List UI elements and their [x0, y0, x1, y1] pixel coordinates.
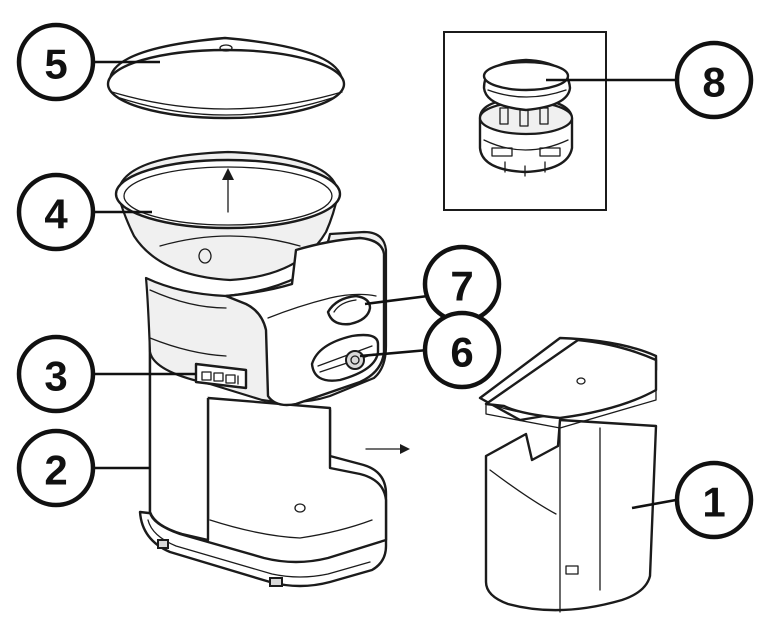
arrow-right-icon: [400, 444, 410, 454]
callout-1: 1: [674, 460, 754, 540]
callout-6-number: 6: [450, 329, 473, 376]
callout-2: 2: [16, 428, 96, 508]
callout-1-number: 1: [702, 479, 725, 526]
callout-7-number: 7: [450, 263, 473, 310]
callout-2-number: 2: [44, 447, 67, 494]
ground-coffee-container: [478, 336, 658, 613]
callout-3-number: 3: [44, 353, 67, 400]
callout-7: 7: [422, 244, 502, 324]
grind-knob: [345, 350, 365, 370]
bean-hopper: [114, 150, 342, 282]
grinder-housing: [138, 298, 410, 588]
callout-4: 4: [16, 172, 96, 252]
hopper-lid: [106, 36, 346, 120]
leader-lines: [94, 60, 677, 510]
callout-8: 8: [674, 40, 754, 120]
callout-5: 5: [16, 22, 96, 102]
grinder-head: [144, 230, 388, 407]
callout-4-number: 4: [44, 191, 68, 238]
callout-3: 3: [16, 334, 96, 414]
arrow-up-icon: [222, 168, 234, 180]
burr-assembly-inset: [443, 31, 607, 211]
callout-8-number: 8: [702, 59, 725, 106]
callout-5-number: 5: [44, 41, 67, 88]
callout-6: 6: [422, 310, 502, 390]
